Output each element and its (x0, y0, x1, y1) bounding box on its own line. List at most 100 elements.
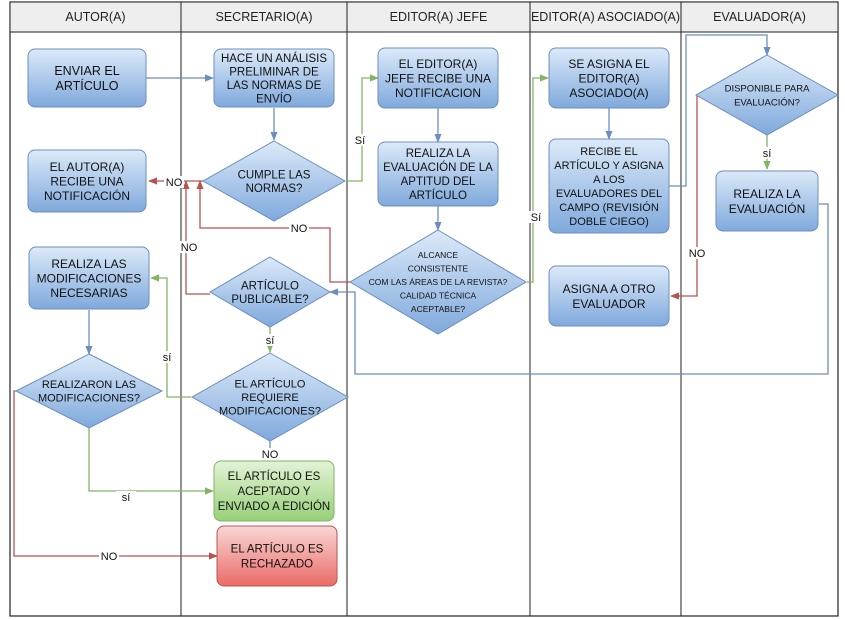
node-text-line: EVALUACIÓN (729, 201, 805, 216)
connector-label-si-disponible: sí (763, 148, 772, 160)
node-text-line: EL EDITOR(A) (399, 57, 478, 71)
node-text-line: ENVIAR EL (54, 64, 119, 78)
process-box (27, 149, 147, 213)
node-alcance: ALCANCE CONSISTENTE COM LAS ÁREAS DE LA RE… (349, 229, 527, 335)
node-text-line: EDITOR(A) (578, 71, 639, 85)
node-text-line: ARTÍCULO (409, 189, 467, 202)
label-background (260, 448, 280, 460)
node-text-line: CALIDAD TÉCNICA (400, 291, 477, 301)
connector-label-no-requiere: NO (262, 449, 279, 461)
connector-label-no-alcance-left: NO (291, 223, 308, 235)
node-text-line: EVALUADOR (572, 297, 645, 311)
node-text-line: CUMPLE LAS (238, 169, 311, 181)
label-background (116, 491, 136, 503)
node-text-line: ALCANCE (418, 250, 458, 260)
lane-title: AUTOR(A) (65, 10, 125, 24)
node-text-line: LAS NORMAS DE (227, 80, 322, 92)
lane-header (9, 1, 182, 33)
process-box (377, 47, 499, 109)
node-text-line: HACE UN ANÁLISIS (221, 52, 327, 65)
node-text-line: REALIZA LA (406, 148, 471, 160)
decision-diamond (209, 256, 331, 328)
label-background (260, 334, 280, 346)
node-text-line: ARTÍCULO (56, 78, 119, 93)
node-text-line: NOTIFICACIÓN (44, 188, 130, 203)
node-text-line: ASIGNA A OTRO (563, 282, 656, 296)
node-text-line: ARTÍCULO (241, 279, 299, 292)
node-text-line: MODIFICACIONES? (219, 405, 321, 417)
node-text-line: ACEPTABLE? (411, 304, 465, 314)
label-background (157, 351, 177, 363)
node-text-line: EVALUADORES DEL (556, 188, 662, 200)
node-text-line: REALIZA LAS (51, 257, 126, 271)
process-box (548, 265, 670, 327)
connector-label-no-disponible: NO (689, 248, 706, 260)
connector-publicable-no-to-notificacion (182, 180, 210, 295)
connector-label-si-publicable: sí (266, 335, 275, 347)
node-text-line: A LOS (593, 174, 625, 186)
node-text-line: EL AUTOR(A) (50, 160, 125, 174)
process-box (213, 48, 335, 108)
lane-header (180, 1, 348, 33)
connector-label-no-cumple: NO (166, 177, 183, 189)
node-text-line: COM LAS ÁREAS DE LA REVISTA? (369, 277, 508, 287)
connector-recibe-to-disponible (669, 34, 771, 187)
label-background (526, 211, 546, 223)
decision-diamond (190, 352, 350, 442)
node-cumple-normas: CUMPLE LAS NORMAS? (201, 140, 347, 222)
decision-diamond (349, 229, 527, 335)
decision-diamond (14, 353, 164, 429)
node-text-line: EVALUACIÓN DE LA (383, 161, 493, 174)
label-background (757, 147, 777, 159)
node-text-line: MODIFICACIONES (37, 271, 142, 285)
connector-realizaron-si-to-aceptado (88, 428, 214, 495)
lane-header (680, 1, 839, 33)
process-box (548, 47, 670, 109)
node-text-line: NORMAS? (246, 183, 303, 195)
lane-evaluador: EVALUADOR(A) (680, 1, 839, 616)
connector-label-no-publicable: NO (181, 242, 198, 254)
connector-alcance-no-to-notificacion (196, 180, 350, 283)
node-text-line: REALIZA LA (733, 187, 800, 201)
node-text-line: EL ARTÍCULO ES (231, 543, 324, 556)
node-text-line: ARTÍCULO Y ASIGNA (554, 159, 664, 172)
node-text-line: JEFE RECIBE UNA (385, 71, 491, 85)
node-text-line: ACEPTADO Y (237, 486, 310, 498)
connector-label-si-cumple: Sí (355, 135, 365, 147)
process-box (377, 141, 499, 207)
label-background (99, 550, 119, 562)
connector-cumple-si-to-jefe (347, 74, 379, 182)
process-box (715, 170, 819, 232)
connector-label-si-realizaron: sí (122, 492, 131, 504)
connector-alcance-si-to-asigna-editor (527, 74, 549, 283)
node-text-line: EL ARTÍCULO ES (228, 470, 321, 483)
lane-title: EVALUADOR(A) (713, 10, 806, 24)
label-background (179, 241, 199, 253)
connector-requiere-si-to-realiza (150, 274, 191, 398)
node-text-line: RECIBE EL (580, 146, 637, 158)
connector-label-si-alcance: Sí (531, 212, 541, 224)
node-text-line: MODIFICACIONES? (38, 393, 140, 405)
node-text-line: CONSISTENTE (408, 264, 469, 274)
node-text-line: CAMPO (REVISIÓN (559, 201, 659, 214)
connector-disponible-no-to-asigna-otro (670, 94, 698, 300)
node-text-line: ENVÍO (256, 92, 292, 105)
node-text-line: EVALUACIÓN? (734, 97, 800, 108)
label-background (350, 134, 370, 146)
lane-title: EDITOR(A) ASOCIADO(A) (531, 10, 680, 24)
